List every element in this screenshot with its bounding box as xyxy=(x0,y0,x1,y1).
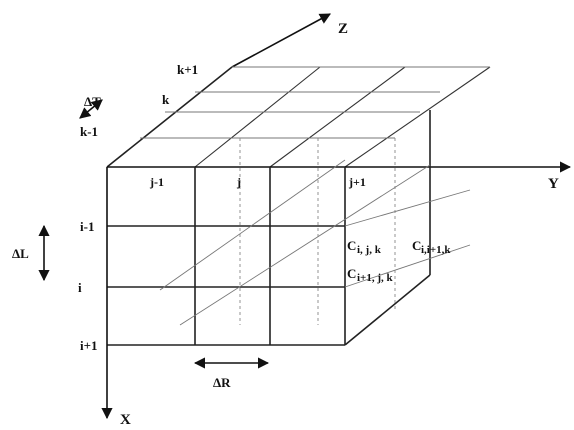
depth-line-1 xyxy=(106,66,233,168)
cell-subscript: i, j, k xyxy=(357,244,382,256)
i-current-label: i xyxy=(78,280,82,295)
front-face-verticals xyxy=(194,167,346,345)
interior-dashed-lines xyxy=(159,138,431,326)
right-side-face xyxy=(344,110,471,346)
cell-base: C xyxy=(347,238,356,253)
depth-line-4 xyxy=(344,66,491,168)
interior-diag-2 xyxy=(179,164,431,326)
i-next-label: i+1 xyxy=(80,338,98,353)
j-next-label: j+1 xyxy=(348,175,366,189)
delta-t-arrow xyxy=(79,99,103,119)
k-prev-label: k-1 xyxy=(80,124,98,139)
top-face-depth-lines xyxy=(106,66,491,168)
right-line-i xyxy=(344,244,471,288)
j-prev-label: j-1 xyxy=(149,175,164,189)
interior-diag-1 xyxy=(159,159,346,291)
top-face-k-lines xyxy=(140,66,490,139)
z-axis-label: Z xyxy=(338,21,348,37)
z-axis xyxy=(231,13,331,68)
k-current-label: k xyxy=(162,92,170,107)
cell-label-i-j-k: C i, j, k xyxy=(347,238,382,256)
k-next-label: k+1 xyxy=(177,62,198,77)
cell-base: C xyxy=(347,266,356,281)
x-axis-label: X xyxy=(120,412,131,428)
front-face-horizontals xyxy=(107,225,345,346)
depth-line-2 xyxy=(194,66,321,168)
right-line-i-1 xyxy=(344,189,471,227)
cell-base: C xyxy=(412,238,421,253)
i-prev-label: i-1 xyxy=(80,219,94,234)
j-current-label: j xyxy=(236,175,241,189)
y-axis-label: Y xyxy=(548,176,559,192)
delta-r-label: ΔR xyxy=(213,375,231,390)
right-bottom-edge xyxy=(344,274,431,346)
cell-label-i1-j-k: C i+1, j, k xyxy=(347,266,393,284)
cell-subscript: i,i+1,k xyxy=(421,244,451,256)
cell-label-i-i1-k: C i,i+1,k xyxy=(412,238,451,256)
delta-t-label: ΔT xyxy=(84,94,101,109)
delta-l-label: ΔL xyxy=(12,246,29,261)
depth-line-3 xyxy=(269,66,406,168)
cell-subscript: i+1, j, k xyxy=(357,272,393,284)
